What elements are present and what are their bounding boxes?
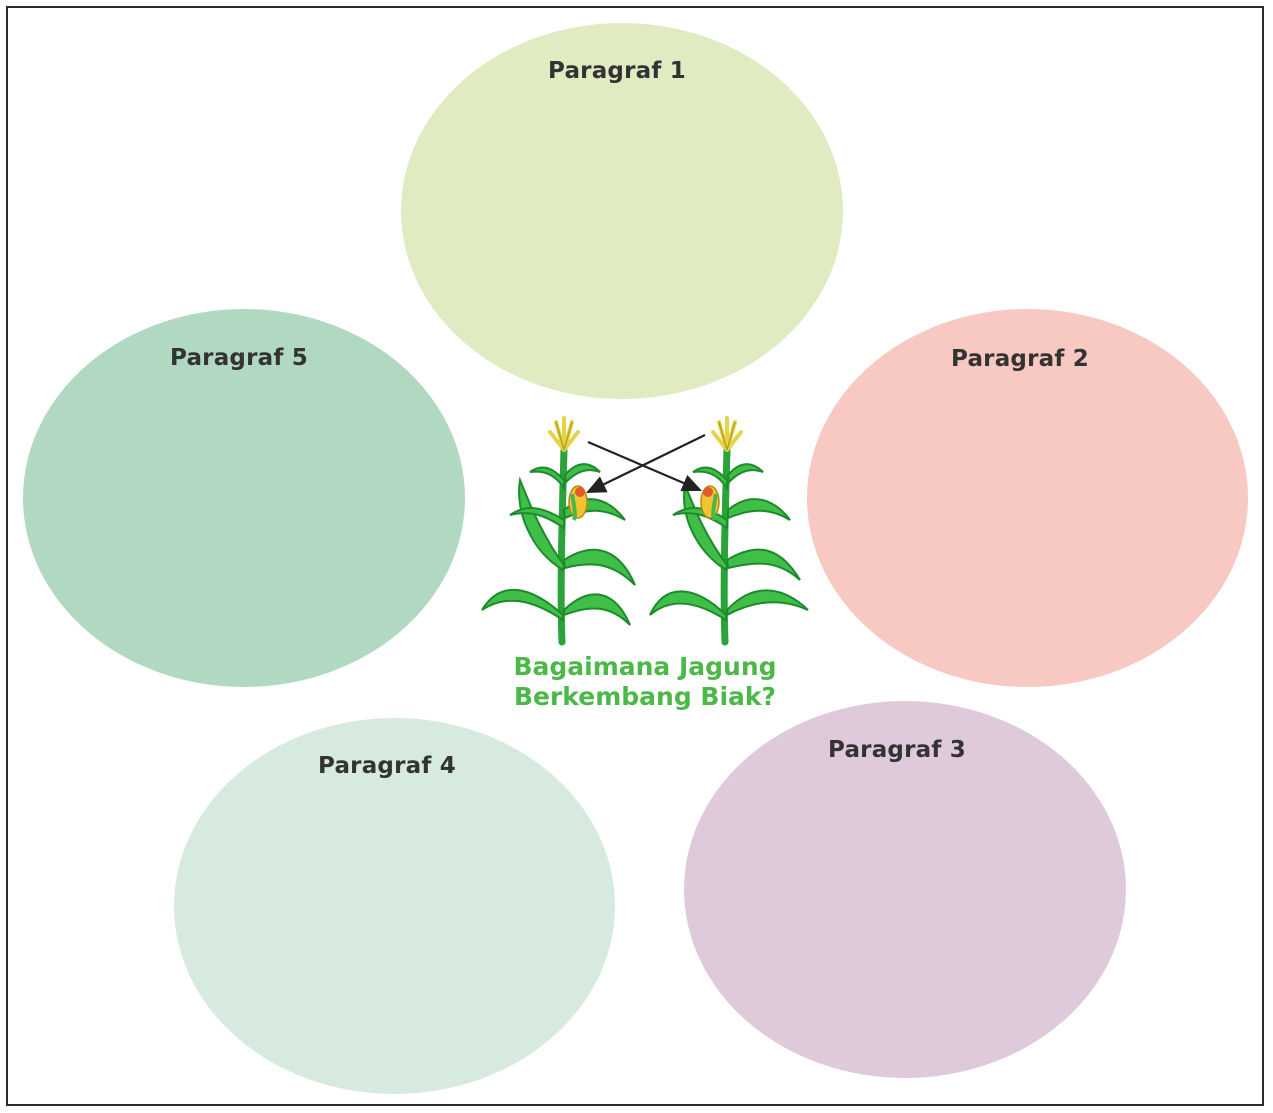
bubble-paragraf-3 (684, 701, 1126, 1078)
bubble-label-paragraf-4: Paragraf 4 (318, 753, 456, 779)
center-title-line-1: Bagaimana Jagung (513, 652, 777, 681)
bubble-paragraf-2 (807, 309, 1248, 687)
bubble-label-paragraf-2: Paragraf 2 (951, 346, 1089, 372)
bubble-paragraf-5 (23, 309, 465, 687)
center-title-line-2: Berkembang Biak? (513, 682, 777, 711)
bubble-paragraf-1 (401, 23, 843, 399)
pollination-arrow-left-to-right (587, 440, 703, 492)
bubble-label-paragraf-5: Paragraf 5 (170, 345, 308, 371)
center-title: Bagaimana Jagung Berkembang Biak? (480, 652, 810, 712)
bubble-label-paragraf-1: Paragraf 1 (548, 58, 686, 84)
pollination-arrow-right-to-left (586, 434, 706, 493)
corn-plants-cross-pollination-icon (481, 416, 809, 646)
corn-plant-right-icon (649, 416, 809, 646)
bubble-paragraf-4 (174, 718, 615, 1094)
bubble-label-paragraf-3: Paragraf 3 (828, 737, 966, 763)
corn-plant-left-icon (481, 416, 636, 646)
